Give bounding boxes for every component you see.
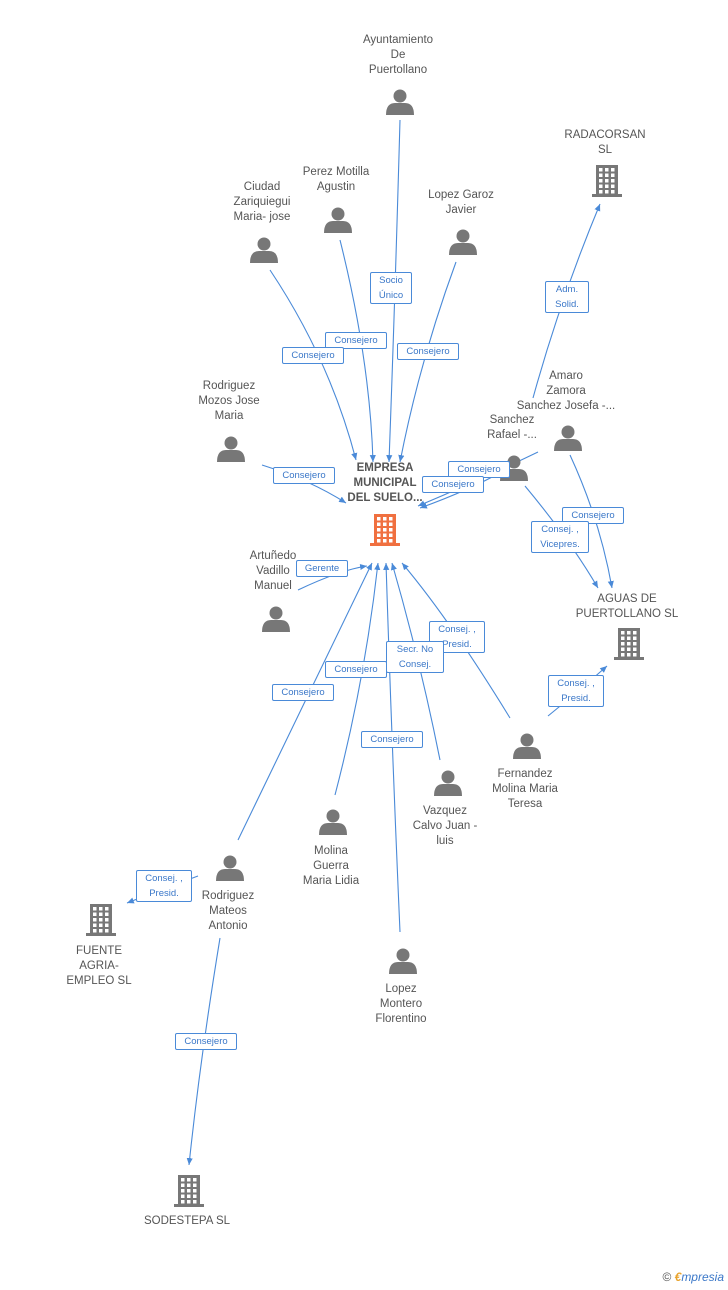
building-icon[interactable] <box>174 1175 204 1207</box>
copyright-symbol: © <box>662 1270 672 1284</box>
node-label-sanchez[interactable]: Sanchez Rafael -... <box>487 414 537 441</box>
edge-label-molina-main[interactable]: Consejero <box>325 661 387 678</box>
edge-label-lopezm-main[interactable]: Consejero <box>361 731 423 748</box>
edge-label-rodmateos-sodestepa[interactable]: Consejero <box>175 1033 237 1050</box>
person-icon[interactable] <box>216 855 244 882</box>
node-label-sodestepa[interactable]: SODESTEPA SL <box>143 1215 231 1227</box>
node-label-rodmateos[interactable]: Rodriguez Mateos Antonio <box>201 890 255 932</box>
node-label-lopezm[interactable]: Lopez Montero Florentino <box>375 983 427 1025</box>
edge-label-vazquez-main[interactable]: Secr. No Consej. <box>386 641 444 673</box>
node-label-radacorsan[interactable]: RADACORSAN SL <box>564 129 646 156</box>
edge-label-sanchez-aguas[interactable]: Consej. , Vicepres. <box>531 521 589 553</box>
person-icon[interactable] <box>513 733 541 760</box>
building-icon[interactable] <box>592 165 622 197</box>
node-label-vazquez[interactable]: Vazquez Calvo Juan - luis <box>412 805 478 847</box>
person-icon[interactable] <box>324 207 352 234</box>
person-icon[interactable] <box>262 606 290 633</box>
node-label-fernandez[interactable]: Fernandez Molina Maria Teresa <box>492 768 558 810</box>
edge-label-perez-main[interactable]: Consejero <box>325 332 387 349</box>
node-label-amaro[interactable]: Amaro Zamora Sanchez Josefa -... <box>516 370 616 412</box>
edge-label-rodmozos-main[interactable]: Consejero <box>273 467 335 484</box>
person-icon[interactable] <box>449 229 477 256</box>
edge-lopezg-main <box>398 261 457 463</box>
node-label-lopezg[interactable]: Lopez Garoz Javier <box>428 189 494 216</box>
edge-perez-main <box>339 239 376 463</box>
edge-label-fernandez-aguas[interactable]: Consej. , Presid. <box>548 675 604 707</box>
person-icon[interactable] <box>217 436 245 463</box>
main-company-building-icon[interactable] <box>370 514 400 546</box>
logo-text: mpresia <box>681 1270 724 1284</box>
logo-e-glyph: € <box>674 1270 682 1284</box>
edge-label-ayto-main[interactable]: Socio Único <box>370 272 412 304</box>
edge-label-ciudad-main[interactable]: Consejero <box>282 347 344 364</box>
building-icon[interactable] <box>86 904 116 936</box>
building-icon[interactable] <box>614 628 644 660</box>
edge-label-rodmateos-fuente[interactable]: Consej. , Presid. <box>136 870 192 902</box>
person-icon[interactable] <box>389 948 417 975</box>
node-label-molina[interactable]: Molina Guerra Maria Lidia <box>302 845 360 887</box>
node-label-main[interactable]: EMPRESA MUNICIPAL DEL SUELO... <box>347 462 423 504</box>
edge-rodmateos-sodestepa <box>186 937 221 1166</box>
node-label-ayto[interactable]: Ayuntamiento De Puertollano <box>362 34 434 76</box>
node-label-fuente[interactable]: FUENTE AGRIA- EMPLEO SL <box>66 945 132 987</box>
edge-label-artunedo-main[interactable]: Gerente <box>296 560 348 577</box>
edge-label-rodmateos-main[interactable]: Consejero <box>272 684 334 701</box>
edge-label-amaro-radacorsan[interactable]: Adm. Solid. <box>545 281 589 313</box>
edge-molina-main <box>334 562 381 796</box>
node-label-rodmozos[interactable]: Rodriguez Mozos Jose Maria <box>198 380 260 422</box>
person-icon[interactable] <box>554 425 582 452</box>
edge-rodmateos-main <box>237 562 373 841</box>
node-label-ciudad[interactable]: Ciudad Zariquiegui Maria- jose <box>233 181 291 223</box>
edge-lopezm-main <box>383 562 401 933</box>
person-icon[interactable] <box>386 89 414 116</box>
person-icon[interactable] <box>434 770 462 797</box>
edge-ciudad-main <box>269 269 358 461</box>
edge-label-amaro-main[interactable]: Consejero <box>422 476 484 493</box>
edge-label-lopezg-main[interactable]: Consejero <box>397 343 459 360</box>
person-icon[interactable] <box>250 237 278 264</box>
node-label-perez[interactable]: Perez Motilla Agustin <box>302 166 370 193</box>
icons-layer <box>86 89 644 1207</box>
empresia-logo: © €mpresia <box>662 1270 724 1284</box>
person-icon[interactable] <box>319 809 347 836</box>
edge-label-amaro-aguas[interactable]: Consejero <box>562 507 624 524</box>
node-label-aguas[interactable]: AGUAS DE PUERTOLLANO SL <box>575 593 679 620</box>
node-label-artunedo[interactable]: Artuñedo Vadillo Manuel <box>249 550 297 592</box>
